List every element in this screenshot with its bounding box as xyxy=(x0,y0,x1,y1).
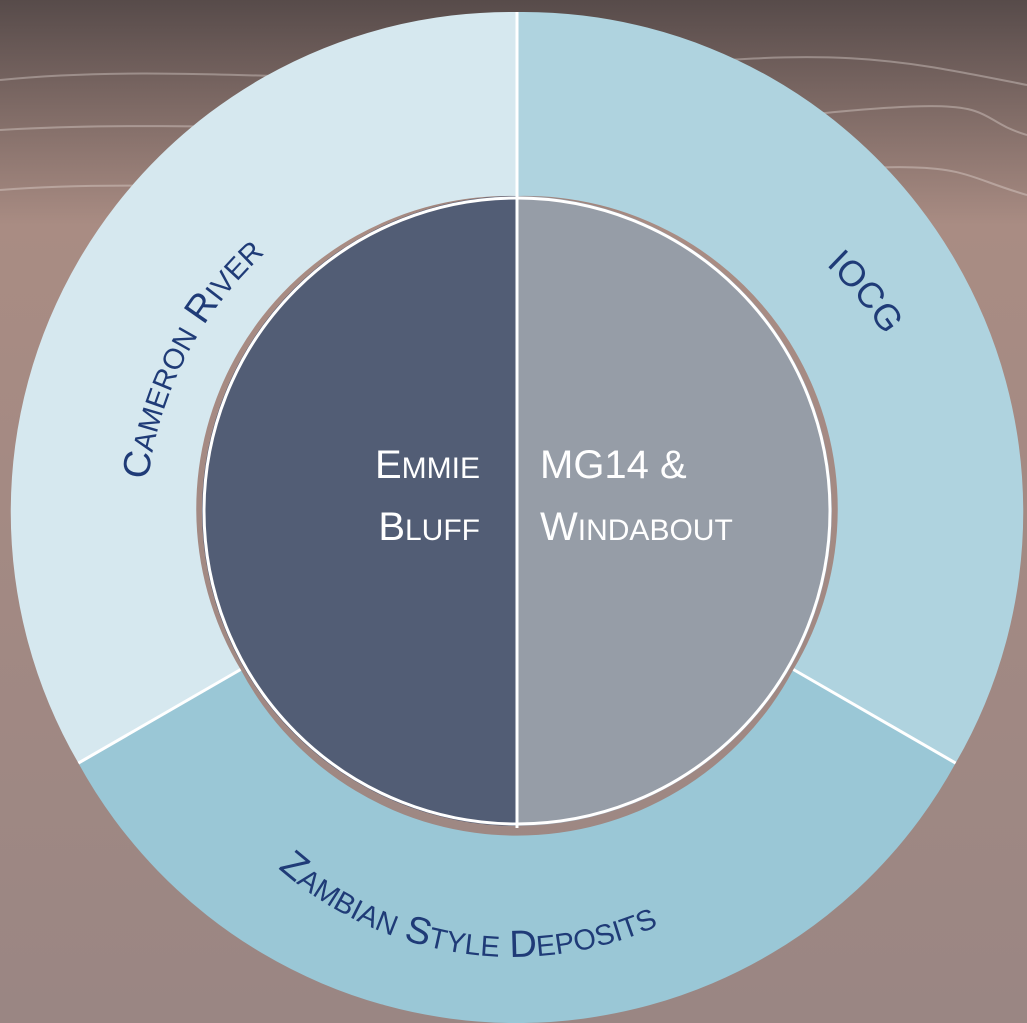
segment-zambian-style-deposits xyxy=(78,669,956,1023)
label-mg14-line1: MG14 & xyxy=(540,443,687,487)
label-emmie-line1: EMMIE xyxy=(375,443,480,487)
label-emmie-line2: BLUFF xyxy=(378,505,480,549)
dividers xyxy=(77,12,957,828)
inner-right-half xyxy=(517,196,832,826)
label-mg14-line2: WINDABOUT xyxy=(540,505,733,549)
segment-cameron-river xyxy=(10,11,517,764)
inner-labels: EMMIE BLUFF MG14 & WINDABOUT xyxy=(375,443,733,549)
segment-iocg xyxy=(517,11,1024,764)
inner-left-half xyxy=(202,196,517,826)
